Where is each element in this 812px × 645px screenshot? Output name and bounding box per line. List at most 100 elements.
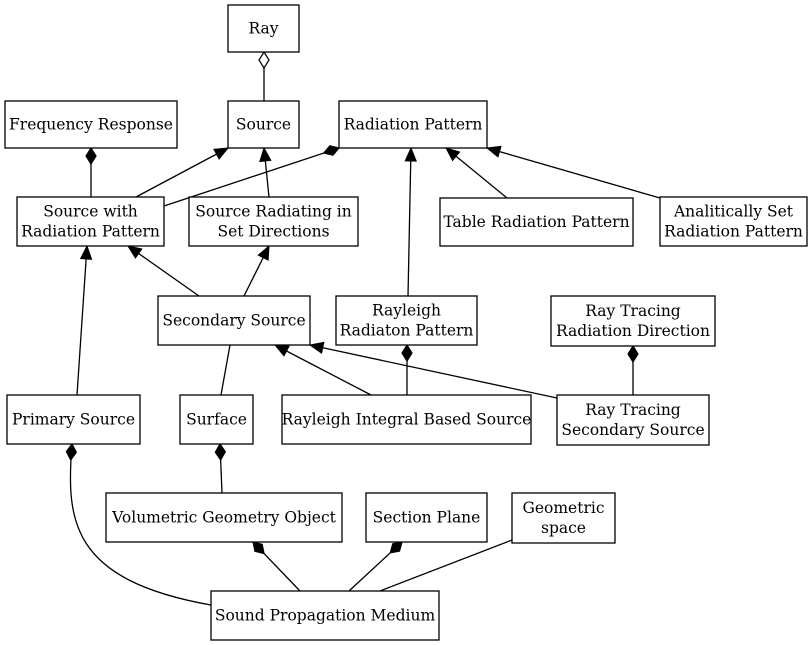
node-label: Source with [43, 203, 138, 221]
composition-marker [65, 442, 78, 462]
edge-source-to-ray [258, 50, 270, 101]
node-box [157, 295, 311, 346]
node-box [659, 196, 808, 247]
node-label: Frequency Response [9, 116, 173, 134]
inheritance-marker [126, 245, 143, 259]
node-box [335, 295, 478, 346]
node-primary-source[interactable]: Primary Source [6, 394, 141, 445]
edge-rayleigh-integral-based-source-to-rayleigh-radiaton-pattern [401, 343, 413, 395]
node-box [511, 492, 616, 544]
composition-marker [627, 344, 639, 364]
node-label: Radiaton Pattern [340, 322, 474, 340]
composition-marker [401, 343, 413, 363]
node-label: Radiation Pattern [664, 223, 803, 241]
edge-rayleigh-integral-based-source-to-secondary-source [273, 344, 372, 396]
composition-marker [322, 145, 341, 156]
edge-secondary-source-to-source-with-radiation-pattern [126, 245, 200, 297]
node-label: Geometric [522, 499, 604, 517]
node-label: Ray Tracing [585, 302, 681, 320]
node-label: Set Directions [217, 223, 329, 241]
composition-marker [252, 541, 265, 555]
node-label: Section Plane [373, 509, 481, 527]
node-label: Volumetric Geometry Object [111, 509, 336, 527]
edge-rayleigh-radiaton-pattern-to-radiation-pattern [404, 146, 417, 297]
edge-source-with-radiation-pattern-to-source [135, 147, 230, 198]
node-frequency-response[interactable]: Frequency Response [4, 100, 178, 149]
edge-analitically-set-radiation-pattern-to-radiation-pattern [485, 145, 661, 199]
node-label: Radiation Direction [556, 322, 710, 340]
node-box [6, 394, 141, 445]
node-source[interactable]: Source [227, 100, 300, 149]
node-label: Analitically Set [673, 203, 794, 221]
node-sound-propagation-medium[interactable]: Sound Propagation Medium [210, 590, 440, 641]
node-box [210, 590, 440, 641]
node-box [16, 196, 165, 247]
node-label: space [541, 519, 586, 537]
edge-line [135, 147, 229, 198]
composition-marker [389, 541, 403, 554]
node-ray[interactable]: Ray [227, 4, 300, 53]
edge-line [76, 245, 88, 396]
edge-line [274, 344, 372, 396]
node-label: Radiation Pattern [344, 116, 483, 134]
edge-sound-propagation-medium-to-primary-source [65, 442, 212, 606]
edge-line [220, 344, 231, 396]
inheritance-marker [485, 145, 502, 158]
node-geometric-space[interactable]: Geometric space [511, 492, 616, 544]
node-box [188, 196, 359, 247]
edge-table-radiation-pattern-to-radiation-pattern [445, 147, 508, 199]
node-box [105, 492, 343, 543]
node-label: Table Radiation Pattern [443, 213, 629, 231]
inheritance-marker [259, 146, 272, 163]
node-table-radiation-pattern[interactable]: Table Radiation Pattern [439, 197, 634, 247]
node-rayleigh-integral-based-source[interactable]: Rayleigh Integral Based Source [281, 394, 532, 445]
node-label: Secondary Source [561, 421, 704, 439]
node-box [550, 295, 716, 347]
edge-ray-tracing-secondary-source-to-secondary-source [308, 341, 558, 399]
node-box [439, 197, 634, 247]
edge-line [407, 147, 412, 297]
inheritance-marker [273, 344, 290, 357]
node-volumetric-geometry-object[interactable]: Volumetric Geometry Object [105, 492, 343, 543]
inheritance-marker [404, 146, 417, 162]
node-box [179, 394, 254, 445]
inheritance-marker [257, 244, 270, 261]
inheritance-marker [79, 244, 93, 260]
node-section-plane[interactable]: Section Plane [365, 492, 488, 543]
inheritance-marker [213, 147, 230, 160]
node-source-radiating-in-set-directions[interactable]: Source Radiating in Set Directions [188, 196, 359, 247]
node-box [227, 4, 300, 53]
node-label: Ray Tracing [585, 401, 681, 419]
composition-marker [214, 442, 227, 462]
edge-source-with-radiation-pattern-to-radiation-pattern [163, 145, 341, 207]
node-box [556, 394, 710, 446]
edge-line [486, 147, 661, 199]
edge-secondary-source-to-source-radiating-in-set-directions [243, 244, 270, 297]
node-label: Source Radiating in [195, 203, 351, 221]
node-label: Radiation Pattern [21, 223, 160, 241]
node-box [281, 394, 532, 445]
edge-line [127, 245, 200, 297]
edge-primary-source-to-source-with-radiation-pattern [76, 244, 93, 396]
edges-layer [65, 50, 661, 606]
node-surface[interactable]: Surface [179, 394, 254, 445]
edge-sound-propagation-medium-to-section-plane [348, 541, 403, 592]
node-box [338, 100, 488, 149]
node-secondary-source[interactable]: Secondary Source [157, 295, 311, 346]
aggregation-marker [258, 50, 270, 70]
node-box [227, 100, 300, 149]
node-label: Rayleigh Integral Based Source [282, 411, 532, 429]
composition-marker [85, 146, 97, 166]
node-box [4, 100, 178, 149]
edge-source-with-radiation-pattern-to-frequency-response [85, 146, 97, 197]
node-label: Secondary Source [162, 312, 305, 330]
node-label: Sound Propagation Medium [215, 607, 436, 625]
node-radiation-pattern[interactable]: Radiation Pattern [338, 100, 488, 149]
